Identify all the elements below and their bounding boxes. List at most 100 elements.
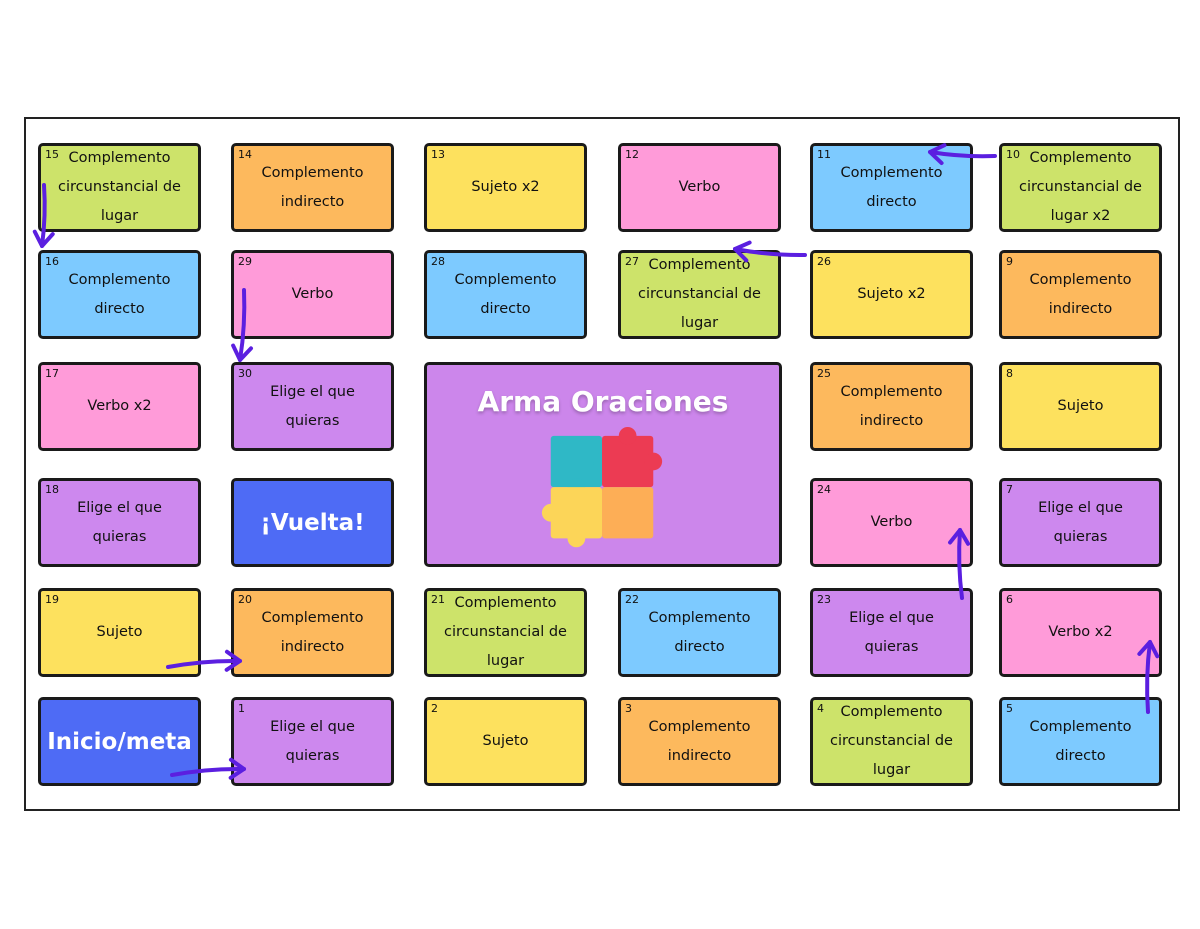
- tile-label: Complemento indirecto: [261, 609, 364, 655]
- tile-number: 12: [625, 148, 639, 161]
- tile-number: 30: [238, 367, 252, 380]
- tile-number: 6: [1006, 593, 1013, 606]
- tile-number: 29: [238, 255, 252, 268]
- puzzle-piece: [541, 487, 603, 548]
- tile-label: Complemento circunstancial de lugar: [444, 595, 567, 669]
- tile-number: 20: [238, 593, 252, 606]
- tile-number: 4: [817, 702, 824, 715]
- tile-label: Complemento circunstancial de lugar: [830, 704, 953, 778]
- tile-label: Complemento directo: [1029, 718, 1132, 764]
- tile-label: Elige el que quieras: [270, 718, 355, 764]
- puzzle-piece: [550, 435, 611, 496]
- tile-number: 8: [1006, 367, 1013, 380]
- tile-label: Complemento circunstancial de lugar: [638, 257, 761, 331]
- tile-label: Complemento directo: [840, 164, 943, 210]
- tile-label: Verbo: [291, 286, 334, 302]
- tile-number: 24: [817, 483, 831, 496]
- tile-number: 28: [431, 255, 445, 268]
- tile-label: Sujeto: [96, 624, 143, 640]
- tile-number: 17: [45, 367, 59, 380]
- tile-label: Sujeto x2: [471, 179, 540, 195]
- tile-label: Complemento indirecto: [648, 718, 751, 764]
- tile-label: Complemento directo: [68, 271, 171, 317]
- tile-label: Elige el que quieras: [77, 499, 162, 545]
- tile-label: Sujeto: [482, 733, 529, 749]
- puzzle-piece: [602, 426, 663, 488]
- tile-number: 11: [817, 148, 831, 161]
- tile-number: 7: [1006, 483, 1013, 496]
- tile-number: 15: [45, 148, 59, 161]
- tile-number: 3: [625, 702, 632, 715]
- tile-label: Complemento circunstancial de lugar x2: [1019, 150, 1142, 224]
- tile-number: 14: [238, 148, 252, 161]
- tile-number: 16: [45, 255, 59, 268]
- game-title: Arma Oraciones: [477, 385, 729, 418]
- tile-number: 26: [817, 255, 831, 268]
- tile-label: Sujeto: [1057, 398, 1104, 414]
- tile-number: 1: [238, 702, 245, 715]
- tile-number: 13: [431, 148, 445, 161]
- board-tile-4: 4 Complemento circunstancial de lugar: [810, 697, 973, 786]
- tile-label: Complemento indirecto: [840, 383, 943, 429]
- tile-number: 25: [817, 367, 831, 380]
- board-tile-vuelta: ¡Vuelta!: [231, 478, 394, 567]
- tile-label: Elige el que quieras: [270, 383, 355, 429]
- tile-label: Inicio/meta: [47, 728, 192, 755]
- puzzle-piece: [602, 487, 654, 539]
- tile-label: Complemento directo: [454, 271, 557, 317]
- tile-number: 19: [45, 593, 59, 606]
- tile-number: 10: [1006, 148, 1020, 161]
- tile-number: 23: [817, 593, 831, 606]
- tile-number: 2: [431, 702, 438, 715]
- tile-label: ¡Vuelta!: [260, 509, 365, 536]
- tile-label: Sujeto x2: [857, 286, 926, 302]
- tile-number: 27: [625, 255, 639, 268]
- board-tile-inicio-meta: Inicio/meta: [38, 697, 201, 786]
- tile-number: 21: [431, 593, 445, 606]
- tile-label: Complemento indirecto: [261, 164, 364, 210]
- tile-label: Verbo x2: [1048, 624, 1113, 640]
- tile-number: 5: [1006, 702, 1013, 715]
- tile-label: Verbo: [678, 179, 721, 195]
- center-panel: Arma Oraciones: [424, 362, 782, 567]
- tile-label: Elige el que quieras: [849, 609, 934, 655]
- tile-number: 18: [45, 483, 59, 496]
- tile-number: 9: [1006, 255, 1013, 268]
- tile-label: Complemento indirecto: [1029, 271, 1132, 317]
- tile-label: Complemento directo: [648, 609, 751, 655]
- puzzle-icon: [541, 426, 663, 548]
- tile-label: Complemento circunstancial de lugar: [58, 150, 181, 224]
- tile-number: 22: [625, 593, 639, 606]
- tile-label: Verbo: [870, 514, 913, 530]
- tile-label: Elige el que quieras: [1038, 499, 1123, 545]
